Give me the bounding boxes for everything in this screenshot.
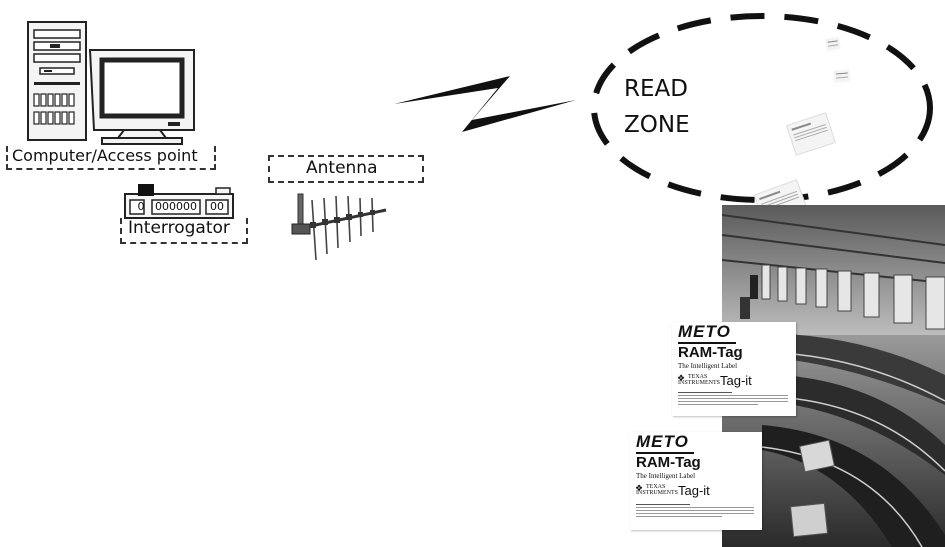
interrogator-label: Interrogator [128,218,230,238]
mini-tag-1 [825,37,841,51]
tag-brand: METO [636,432,689,452]
tag-fine-print [636,504,754,517]
computer-icon [20,18,210,150]
tag-product: RAM-Tag [636,454,701,471]
tag-maker-line2: INSTRUMENTS [678,380,720,386]
wireless-signal-icon [392,70,578,136]
interrogator-digits-middle: 000000 [152,200,200,213]
mini-tag-2 [834,69,851,82]
tag-tagline: The Intelligent Label [636,472,695,480]
tag-brand: METO [678,322,731,342]
rfid-tag-card-1: METO RAM-Tag The Intelligent Label ❖ TEX… [672,322,796,416]
read-zone-label-line1: READ [624,76,688,102]
tag-name: Tag-it [678,483,710,498]
read-zone-ellipse [582,6,942,210]
interrogator-digit-left: 0 [134,200,148,213]
read-zone-label-line2: ZONE [624,112,690,138]
tag-fine-print [678,392,788,405]
rfid-tag-card-2: METO RAM-Tag The Intelligent Label ❖ TEX… [630,432,762,530]
computer-label: Computer/Access point [12,146,198,165]
tag-product: RAM-Tag [678,344,743,361]
antenna-icon [288,188,390,268]
antenna-label: Antenna [306,158,378,178]
tag-tagline: The Intelligent Label [678,362,737,370]
interrogator-digits-right: 00 [206,200,228,213]
tag-maker-line2: INSTRUMENTS [636,490,678,496]
tag-name: Tag-it [720,373,752,388]
